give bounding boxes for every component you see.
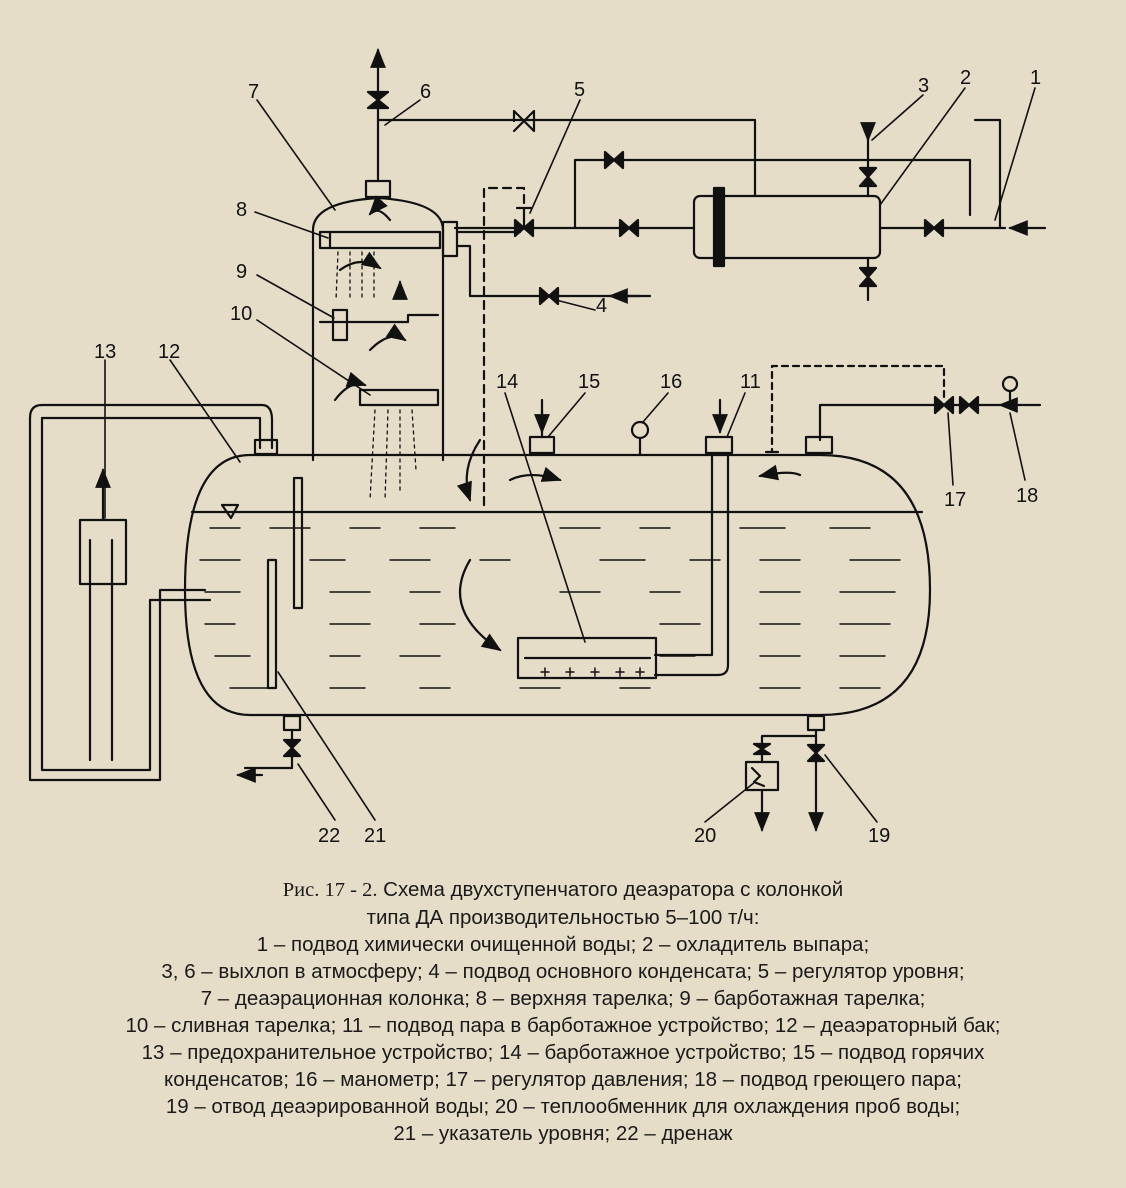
callout-10: 10 (230, 303, 252, 325)
callout-2: 2 (960, 67, 971, 89)
manometer (630, 420, 650, 440)
callout-21: 21 (364, 825, 386, 847)
callout-17: 17 (944, 489, 966, 511)
tank-water-hatching (199, 527, 901, 689)
callout-labels: 1 2 3 4 5 6 7 8 9 10 11 12 13 14 15 16 1… (94, 67, 1041, 847)
callout-9: 9 (236, 261, 247, 283)
legend-line: 7 – деаэрационная колонка; 8 – верхняя т… (200, 987, 926, 1010)
legend-line: 1 – подвод химически очищенной воды; 2 –… (256, 933, 870, 956)
legend-line: 21 – указатель уровня; 22 – дренаж (393, 1122, 733, 1145)
callout-1: 1 (1030, 67, 1041, 89)
callout-15: 15 (578, 371, 600, 393)
deaerator-tank (183, 453, 932, 717)
caption-title-line-1: Рис. 17 - 2. Схема двухступенчатого деаэ… (0, 876, 1126, 904)
figure-number: Рис. 17 - 2. (282, 879, 378, 901)
level-impulse-line (482, 186, 526, 507)
callout-19: 19 (868, 825, 890, 847)
callout-5: 5 (574, 79, 585, 101)
drain-plate (358, 388, 440, 407)
bubbling-device (516, 636, 658, 680)
callout-22: 22 (318, 825, 340, 847)
callout-8: 8 (236, 199, 247, 221)
legend-line: 10 – сливная тарелка; 11 – подвод пара в… (125, 1014, 1001, 1037)
caption-title-text: Схема двухступенчатого деаэратора с коло… (383, 878, 844, 901)
callout-4: 4 (596, 295, 607, 317)
legend-line: 19 – отвод деаэрированной воды; 20 – теп… (165, 1095, 961, 1118)
safety-device (78, 518, 128, 586)
callout-12: 12 (158, 341, 180, 363)
callout-16: 16 (660, 371, 682, 393)
callout-3: 3 (918, 75, 929, 97)
legend-line: конденсатов; 16 – манометр; 17 – регулят… (164, 1068, 962, 1091)
callout-14: 14 (496, 371, 518, 393)
callout-7: 7 (248, 81, 259, 103)
upper-plate (318, 230, 442, 250)
legend-line: 3, 6 – выхлоп в атмосферу; 4 – подвод ос… (161, 960, 965, 983)
deaerator-schematic: 1 2 3 4 5 6 7 8 9 10 11 12 13 14 15 16 1… (28, 48, 1047, 847)
caption-title-line-2: типа ДА производительностью 5–100 т/ч: (366, 906, 760, 929)
callout-18: 18 (1016, 485, 1038, 507)
callout-11: 11 (740, 371, 761, 393)
level-indicator (266, 558, 278, 690)
callout-6: 6 (420, 81, 431, 103)
callout-20: 20 (694, 825, 716, 847)
figure-caption: Рис. 17 - 2. Схема двухступенчатого деаэ… (0, 876, 1126, 1147)
legend-line: 13 – предохранительное устройство; 14 – … (141, 1041, 985, 1064)
callout-13: 13 (94, 341, 116, 363)
